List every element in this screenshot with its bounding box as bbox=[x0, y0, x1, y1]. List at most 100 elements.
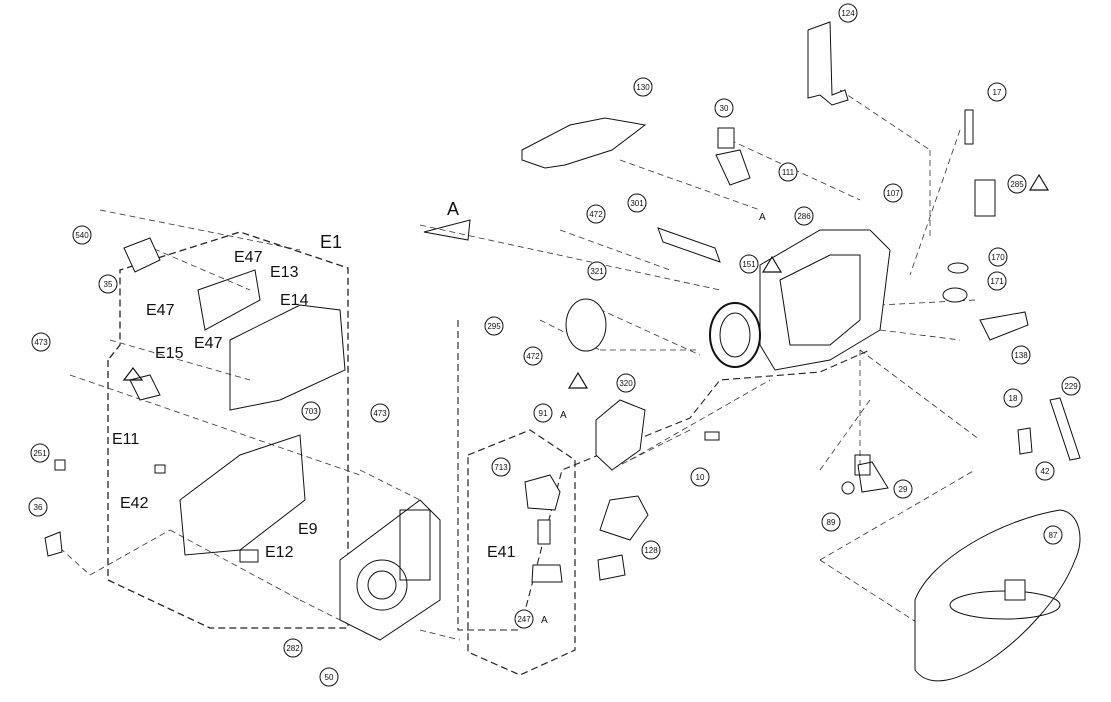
svg-text:A: A bbox=[541, 615, 548, 626]
svg-text:E12: E12 bbox=[265, 544, 294, 561]
svg-text:50: 50 bbox=[325, 673, 334, 682]
callout-472-mid: 472 bbox=[523, 346, 543, 366]
component-sketches bbox=[44, 21, 1081, 682]
svg-text:10: 10 bbox=[696, 473, 705, 482]
callout-35: 35 bbox=[98, 274, 118, 294]
callout-472-top: 472 bbox=[586, 204, 606, 224]
svg-text:E42: E42 bbox=[120, 495, 149, 512]
svg-text:18: 18 bbox=[1009, 394, 1018, 403]
svg-text:91: 91 bbox=[539, 409, 548, 418]
svg-text:A: A bbox=[560, 410, 567, 421]
callout-282: 282 bbox=[283, 638, 303, 658]
callout-111: 111 bbox=[778, 162, 798, 182]
svg-text:138: 138 bbox=[1014, 351, 1028, 360]
callout-703: 703 bbox=[301, 401, 321, 421]
callout-18: 18 bbox=[1003, 388, 1023, 408]
svg-text:E11: E11 bbox=[112, 431, 139, 448]
svg-text:E47: E47 bbox=[194, 335, 223, 352]
svg-text:540: 540 bbox=[75, 231, 89, 240]
callout-540: 540 bbox=[72, 225, 92, 245]
callout-29: 29 bbox=[893, 479, 913, 499]
svg-text:30: 30 bbox=[720, 104, 729, 113]
svg-text:170: 170 bbox=[991, 253, 1005, 262]
callout-229: 229 bbox=[1061, 376, 1081, 396]
callout-138: 138 bbox=[1011, 345, 1031, 365]
callout-247: 247 bbox=[514, 609, 534, 629]
svg-text:E13: E13 bbox=[270, 264, 299, 281]
svg-text:E47: E47 bbox=[234, 249, 263, 266]
callout-124: 124 bbox=[838, 3, 858, 23]
callout-251: 251 bbox=[30, 443, 50, 463]
callout-17: 17 bbox=[987, 82, 1007, 102]
callout-295: 295 bbox=[484, 316, 504, 336]
callout-42: 42 bbox=[1035, 461, 1055, 481]
callout-36: 36 bbox=[28, 497, 48, 517]
svg-text:282: 282 bbox=[286, 644, 300, 653]
callout-321: 321 bbox=[587, 261, 607, 281]
svg-text:E47: E47 bbox=[146, 302, 175, 319]
svg-text:247: 247 bbox=[517, 615, 531, 624]
svg-text:473: 473 bbox=[34, 338, 48, 347]
reference-letters: A A A bbox=[541, 212, 766, 626]
section-label-e1: E1 bbox=[320, 232, 342, 252]
svg-text:130: 130 bbox=[636, 83, 650, 92]
callout-91: 91 bbox=[533, 403, 553, 423]
callout-group: 124 130 30 17 111 107 285 286 301 151 17… bbox=[28, 3, 1081, 687]
callout-130: 130 bbox=[633, 77, 653, 97]
leader-lines bbox=[59, 89, 981, 661]
callout-320: 320 bbox=[616, 373, 636, 393]
callout-87: 87 bbox=[1043, 525, 1063, 545]
svg-text:251: 251 bbox=[33, 449, 47, 458]
svg-text:107: 107 bbox=[886, 189, 900, 198]
svg-text:171: 171 bbox=[990, 277, 1004, 286]
svg-text:151: 151 bbox=[742, 260, 756, 269]
svg-text:E9: E9 bbox=[298, 521, 318, 538]
section-label-a: A bbox=[423, 199, 471, 241]
enclosure-91 bbox=[467, 429, 576, 676]
callout-30: 30 bbox=[714, 98, 734, 118]
callout-285: 285 bbox=[1007, 174, 1027, 194]
callout-713: 713 bbox=[491, 457, 511, 477]
svg-text:87: 87 bbox=[1049, 531, 1058, 540]
enclosure-a-right bbox=[457, 320, 871, 631]
callout-171: 171 bbox=[987, 271, 1007, 291]
callout-89: 89 bbox=[821, 512, 841, 532]
svg-text:286: 286 bbox=[797, 212, 811, 221]
svg-text:295: 295 bbox=[487, 322, 501, 331]
callout-301: 301 bbox=[627, 193, 647, 213]
svg-text:111: 111 bbox=[782, 168, 795, 177]
svg-text:473: 473 bbox=[373, 409, 387, 418]
svg-text:A: A bbox=[447, 199, 459, 219]
svg-text:128: 128 bbox=[644, 546, 658, 555]
svg-text:285: 285 bbox=[1010, 180, 1024, 189]
svg-text:42: 42 bbox=[1041, 467, 1050, 476]
callout-151: 151 bbox=[739, 254, 759, 274]
svg-text:35: 35 bbox=[104, 280, 113, 289]
callout-473-left: 473 bbox=[31, 332, 51, 352]
callout-473-mid: 473 bbox=[370, 403, 390, 423]
callout-50: 50 bbox=[319, 667, 339, 687]
svg-text:713: 713 bbox=[494, 463, 508, 472]
svg-text:472: 472 bbox=[589, 210, 603, 219]
svg-text:472: 472 bbox=[526, 352, 540, 361]
callout-107: 107 bbox=[883, 183, 903, 203]
svg-text:E14: E14 bbox=[280, 292, 309, 309]
svg-text:703: 703 bbox=[304, 407, 318, 416]
svg-text:229: 229 bbox=[1064, 382, 1078, 391]
svg-text:A: A bbox=[759, 212, 766, 223]
svg-text:E15: E15 bbox=[155, 345, 184, 362]
enclosure-e1 bbox=[107, 231, 349, 629]
svg-text:36: 36 bbox=[34, 503, 43, 512]
warning-triangle-icon bbox=[122, 173, 1050, 389]
electrical-codes: E47 E13 E14 E47 E15 E47 E11 E42 E9 E12 E… bbox=[112, 249, 516, 561]
callout-128: 128 bbox=[641, 540, 661, 560]
svg-text:301: 301 bbox=[630, 199, 644, 208]
svg-text:89: 89 bbox=[827, 518, 836, 527]
svg-text:E41: E41 bbox=[487, 544, 516, 561]
callout-286: 286 bbox=[794, 206, 814, 226]
svg-text:320: 320 bbox=[619, 379, 633, 388]
svg-text:124: 124 bbox=[841, 9, 855, 18]
svg-text:321: 321 bbox=[590, 267, 604, 276]
callout-10: 10 bbox=[690, 467, 710, 487]
